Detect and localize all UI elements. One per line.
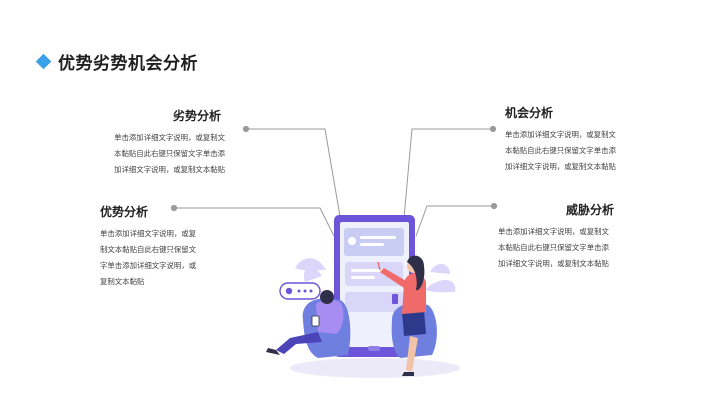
opportunity-heading: 机会分析 [505, 106, 554, 120]
opportunity-section: 机会分析 单击添加详细文字说明，或复制文 本黏贴自此右键只保留文字单击添 加详细… [505, 104, 631, 175]
slide-header: 优势劣势机会分析 [35, 50, 198, 74]
opportunity-body: 单击添加详细文字说明，或复制文 本黏贴自此右键只保留文字单击添 加详细文字说明，… [505, 127, 631, 175]
man-on-chair [266, 290, 351, 358]
strength-line: 复制文本黏贴 [100, 277, 145, 286]
opportunity-line: 加详细文字说明，或复制文本黏贴 [505, 162, 616, 171]
threat-line: 加详细文字说明，或复制文本黏贴 [498, 259, 609, 268]
phone-icon [334, 215, 415, 357]
strength-line: 制文本黏贴自此右键只保留文 [100, 245, 197, 254]
threat-line: 单击添加详细文字说明，或复制文 [498, 227, 609, 236]
diamond-bullet-icon [35, 53, 52, 69]
slide-title: 优势劣势机会分析 [58, 53, 198, 74]
woman-on-chair [377, 255, 437, 376]
strength-line: 单击添加详细文字说明，或复 [100, 229, 197, 238]
strength-line: 字单击添加详细文字说明，或 [100, 261, 197, 270]
weakness-section: 劣势分析 单击添加详细文字说明，或复制文 本黏贴自此右键只保留文字单击添 加详细… [100, 107, 225, 178]
plant-right [425, 263, 456, 293]
connector-line-weakness [246, 128, 342, 223]
floor-shadow [290, 358, 460, 378]
threat-line: 本黏贴自此右键只保留文字单击添 [498, 243, 609, 252]
connector-line-opportunity [403, 128, 493, 219]
strength-section: 优势分析 单击添加详细文字说明，或复 制文本黏贴自此右键只保留文 字单击添加详细… [100, 203, 210, 290]
connector-line-strength [174, 207, 335, 237]
threat-section: 威胁分析 单击添加详细文字说明，或复制文 本黏贴自此右键只保留文字单击添 加详细… [498, 201, 624, 272]
opportunity-line: 本黏贴自此右键只保留文字单击添 [505, 146, 616, 155]
weakness-line: 加详细文字说明，或复制文本黏贴 [114, 165, 225, 174]
chat-bubble-icon [279, 282, 321, 300]
weakness-line: 本黏贴自此右键只保留文字单击添 [114, 149, 225, 158]
connector-lines [170, 125, 498, 237]
threat-body: 单击添加详细文字说明，或复制文 本黏贴自此右键只保留文字单击添 加详细文字说明，… [498, 224, 624, 272]
connector-line-threat [415, 205, 494, 237]
opportunity-line: 单击添加详细文字说明，或复制文 [505, 130, 616, 139]
weakness-heading: 劣势分析 [172, 109, 221, 123]
plant-left [295, 258, 326, 282]
strength-heading: 优势分析 [100, 205, 149, 219]
strength-body: 单击添加详细文字说明，或复 制文本黏贴自此右键只保留文 字单击添加详细文字说明，… [100, 226, 210, 290]
weakness-body: 单击添加详细文字说明，或复制文 本黏贴自此右键只保留文字单击添 加详细文字说明，… [100, 130, 225, 178]
threat-heading: 威胁分析 [565, 203, 614, 217]
weakness-line: 单击添加详细文字说明，或复制文 [114, 133, 225, 142]
